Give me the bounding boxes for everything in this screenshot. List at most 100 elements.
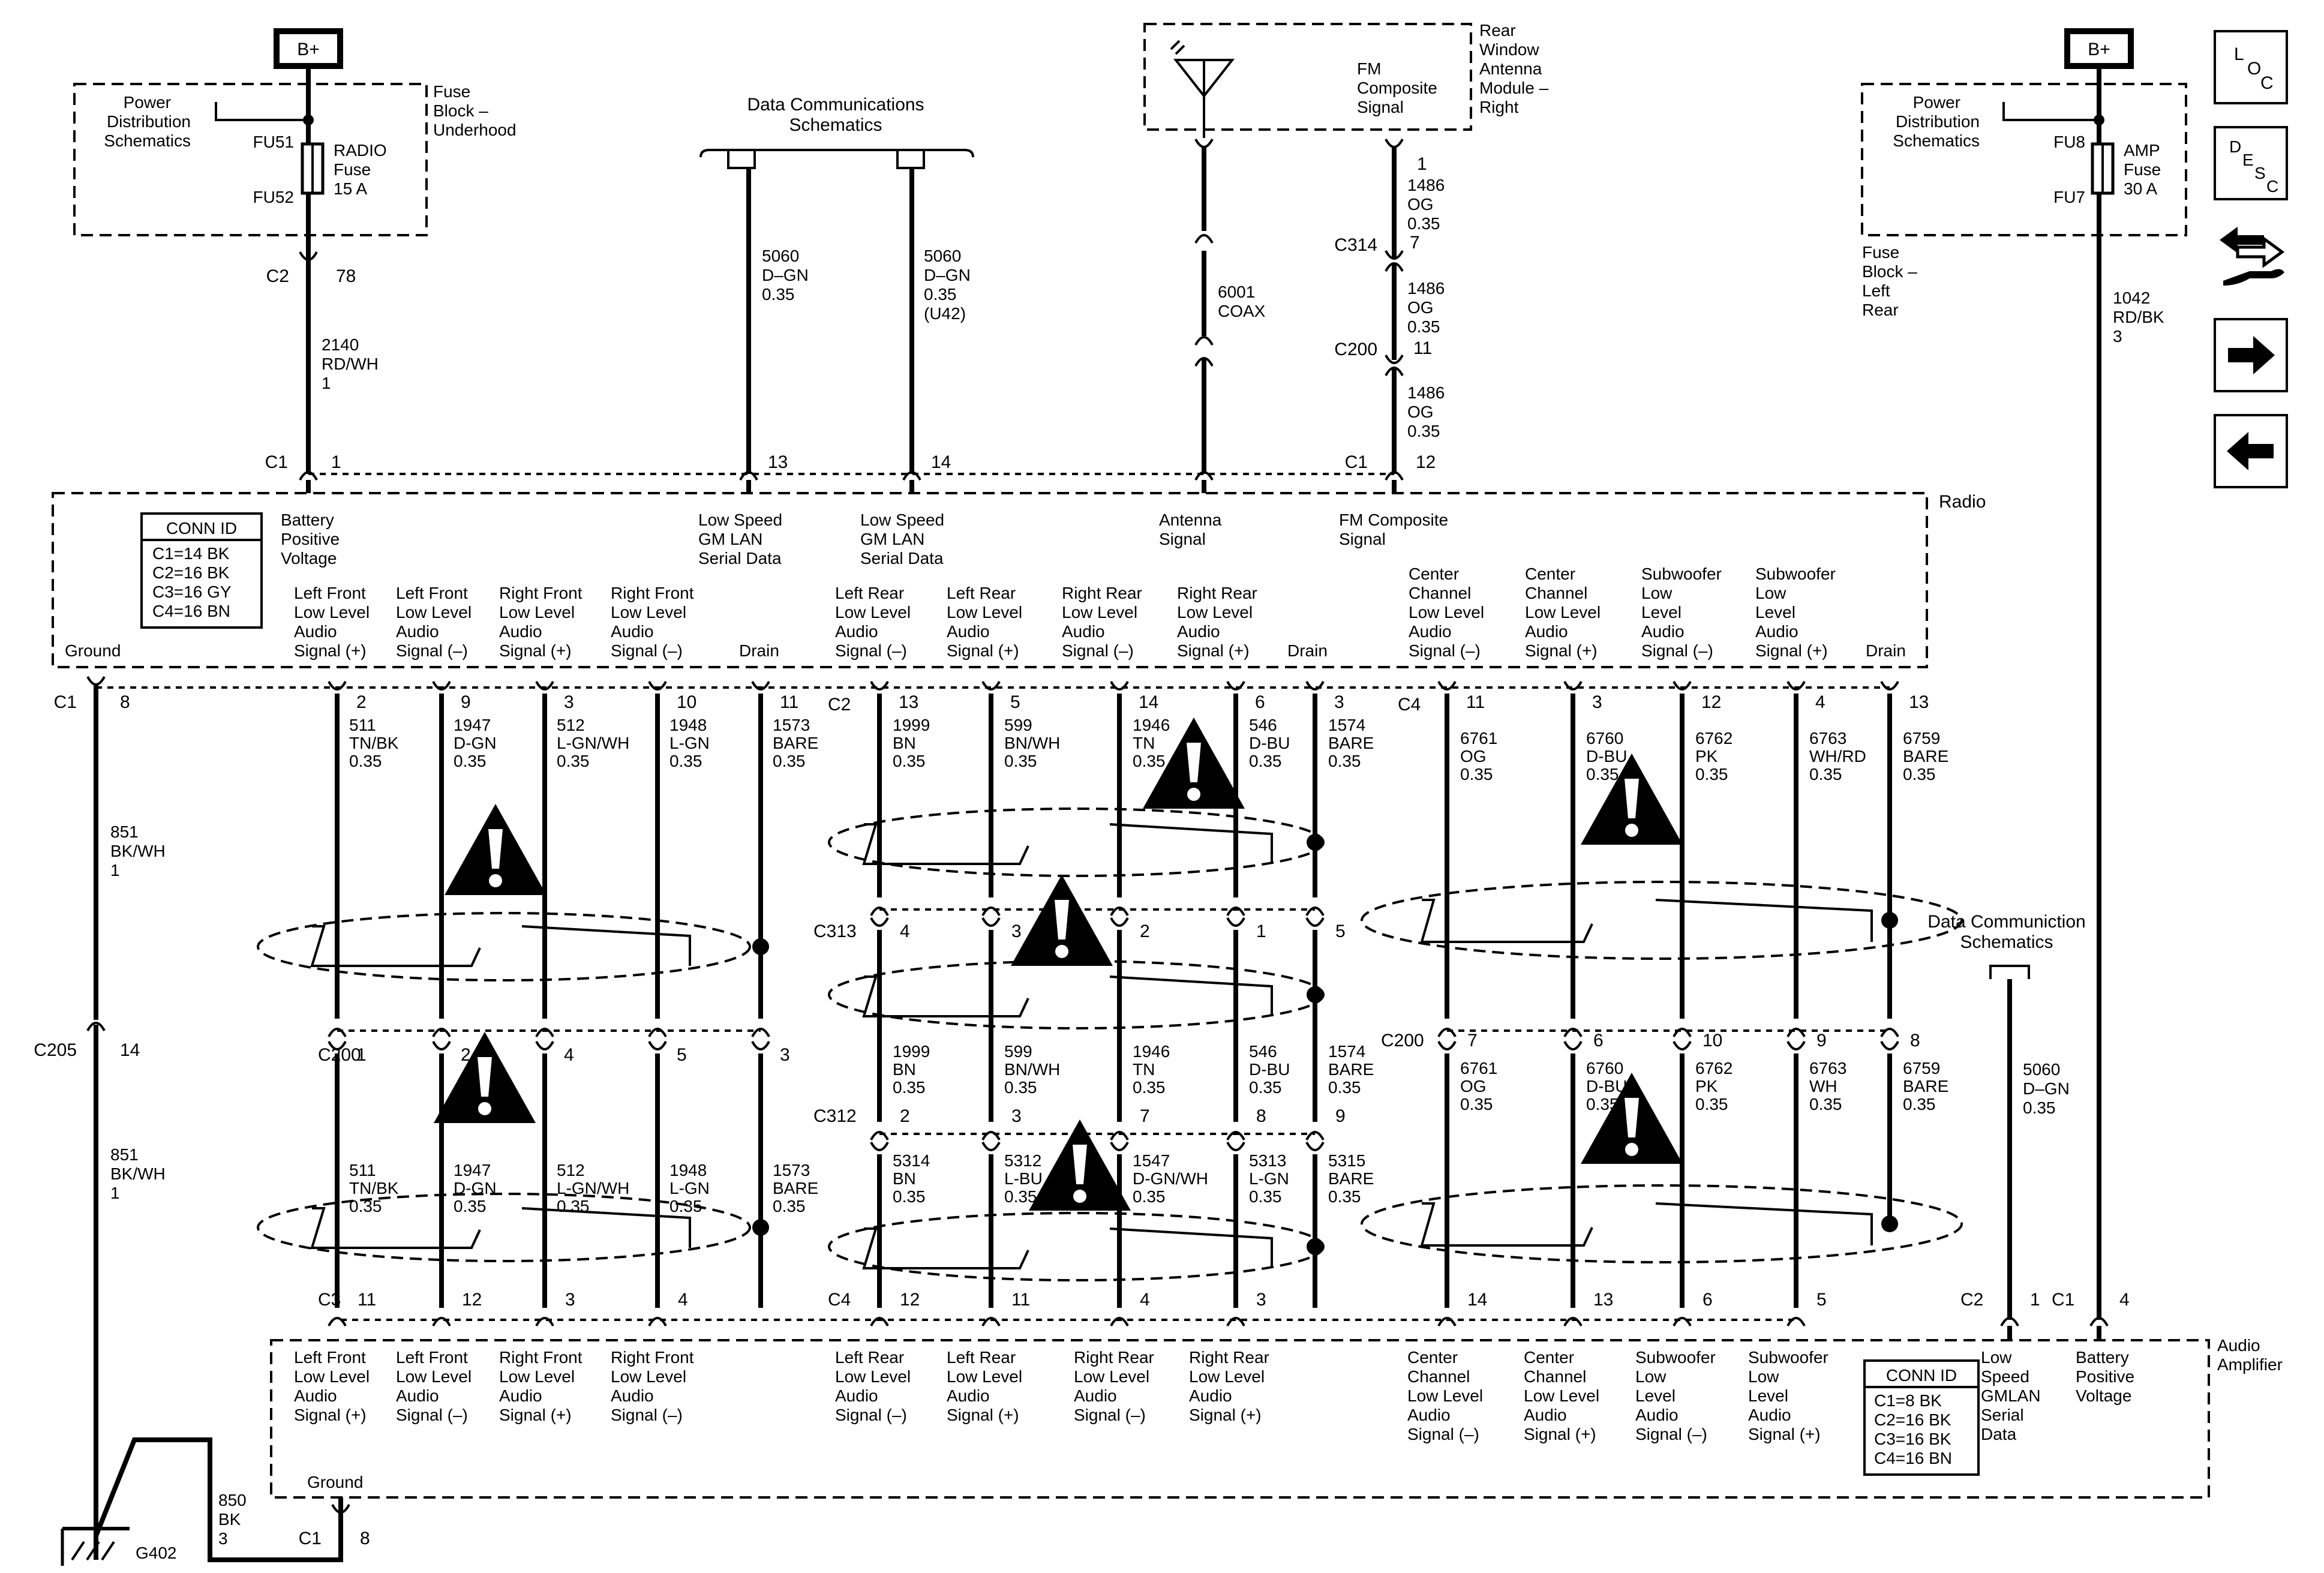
c2-connector: C2: [266, 266, 289, 286]
radio-bottom-pin: 10: [677, 692, 696, 712]
c313-pin: 4: [900, 921, 910, 941]
amp-conn-id-title: CONN ID: [1886, 1366, 1957, 1385]
next-button[interactable]: [2214, 318, 2288, 392]
amp-c2-connector: C2: [1960, 1290, 1983, 1310]
amp-pin: 4: [2119, 1290, 2130, 1310]
desc-icon: D E S C: [2229, 137, 2278, 196]
amp-conn-id-c1: C1=8 BK: [1874, 1391, 1942, 1410]
amp-pin: 12: [900, 1290, 920, 1310]
c200-center-pin: 6: [1593, 1031, 1604, 1050]
amp-conn-id-c3: C3=16 BK: [1874, 1430, 1951, 1448]
radio-bottom-pin: 11: [1466, 692, 1485, 712]
back-button[interactable]: [2214, 414, 2288, 488]
amp-pin: 6: [1703, 1290, 1713, 1310]
svg-text:E: E: [2242, 151, 2254, 169]
radio-bottom-pin: 3: [564, 692, 574, 712]
radio-c2-bottom: C2: [828, 695, 851, 715]
radio-bottom-pin: 13: [1909, 692, 1929, 712]
arrow-right-icon: [2228, 336, 2275, 374]
c200-center-pin: 9: [1816, 1031, 1827, 1050]
c312-pin: 2: [900, 1106, 910, 1126]
svg-text:S: S: [2254, 164, 2266, 182]
amp-pin: 11: [1011, 1290, 1030, 1310]
radio-conn-id-c1: C1=14 BK: [152, 544, 230, 563]
c200-front-pin: 1: [356, 1045, 367, 1065]
radio-c1-top: C1: [265, 452, 288, 472]
radio-bottom-pin: 9: [461, 692, 471, 712]
radio-bottom-pin: 3: [1592, 692, 1602, 712]
arrow-left-icon: [2227, 432, 2274, 470]
radio-pin-1: 1: [331, 452, 341, 472]
desc-button[interactable]: D E S C: [2214, 126, 2288, 200]
radio-c4-bottom: C4: [1398, 695, 1421, 715]
ground-g402-icon: [61, 1527, 130, 1566]
amp-pin: 14: [1467, 1290, 1487, 1310]
c200-center-connector: C200: [1381, 1031, 1424, 1050]
fuse-fu52: FU52: [253, 188, 294, 206]
wrench-arrows-icon: [2220, 227, 2285, 286]
amp-c1-connector: C1: [2052, 1290, 2074, 1310]
amp-pin: 4: [678, 1290, 688, 1310]
c312-pin: 8: [1256, 1106, 1266, 1126]
radio-bottom-pin: 12: [1701, 692, 1721, 712]
c200-front-pin: 2: [461, 1045, 471, 1065]
amp-c3-connector: C3: [318, 1290, 341, 1310]
radio-bottom-label: Drain: [1287, 641, 1328, 660]
loc-button[interactable]: L O C: [2214, 30, 2288, 104]
fm-pin-1: 1: [1417, 154, 1427, 174]
repair-tool-button[interactable]: [2214, 216, 2288, 290]
radio-bottom-pin: 6: [1255, 692, 1265, 712]
radio-bottom-label: Ground: [65, 641, 121, 660]
radio-bottom-label: Drain: [1866, 641, 1906, 660]
b-plus-label: B+: [297, 40, 320, 59]
c314-pin: 7: [1410, 233, 1420, 253]
amp-pin: 13: [1593, 1290, 1613, 1310]
fuse-fu8: FU8: [2053, 133, 2085, 151]
